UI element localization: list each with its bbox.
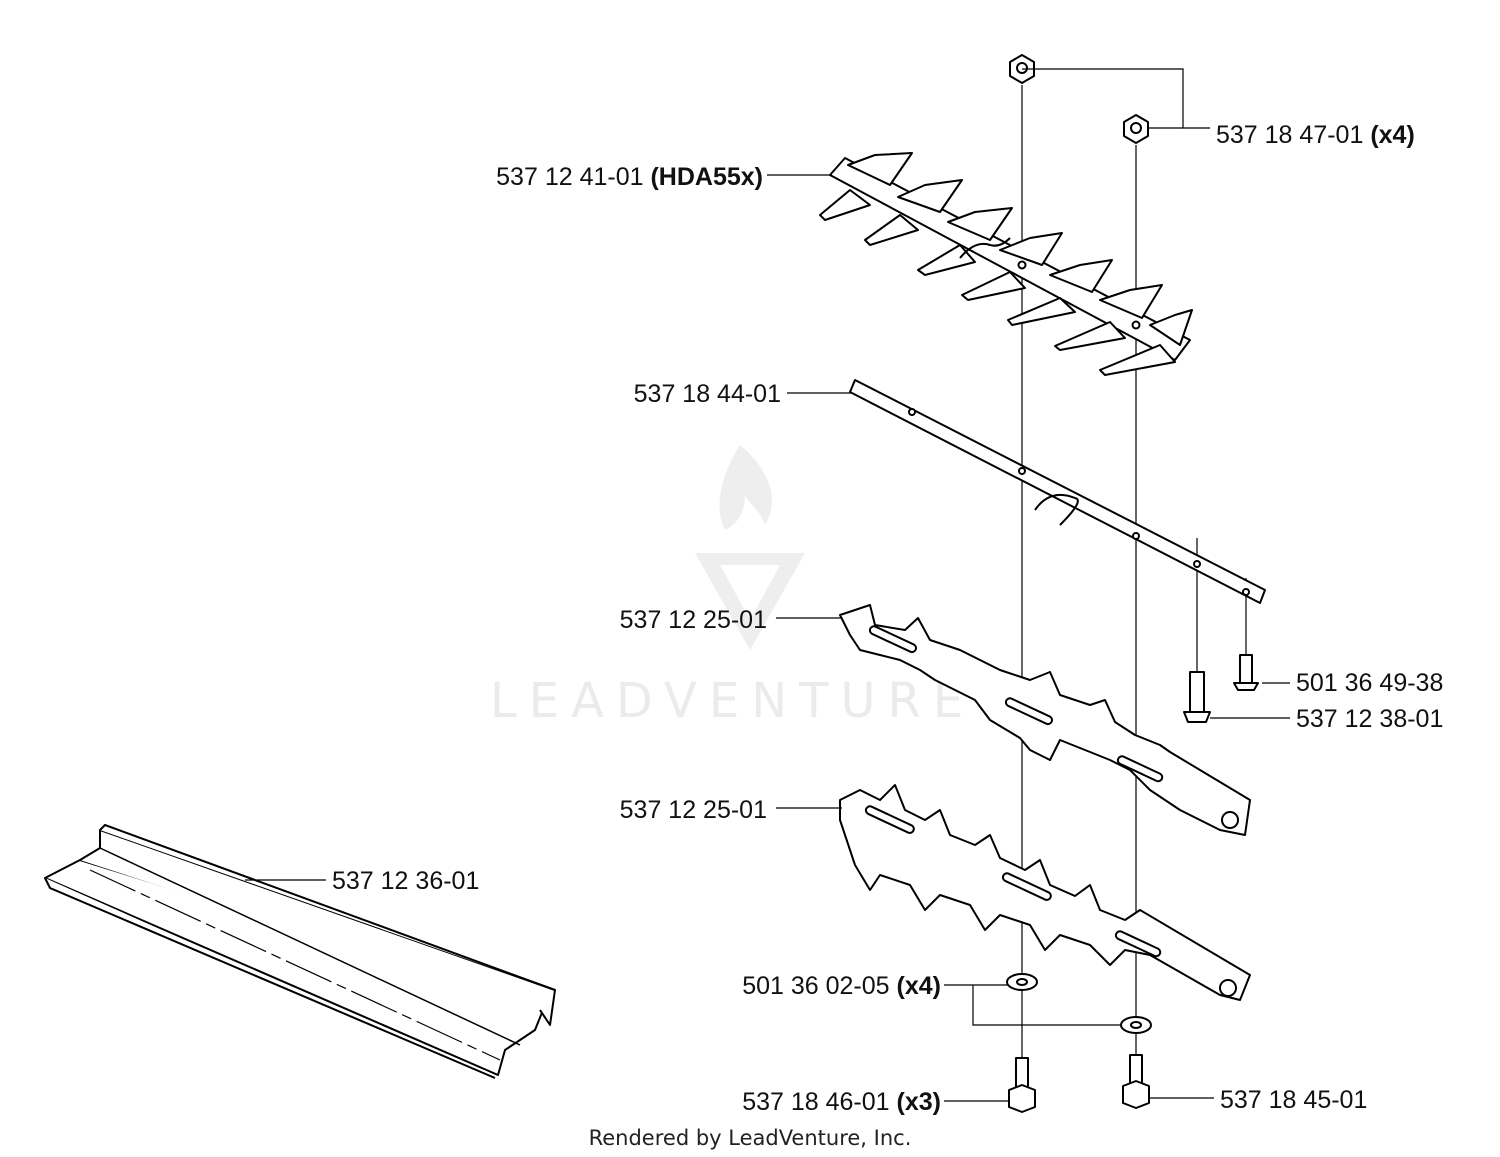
- callout-537-18-44-01: 537 18 44-01: [634, 380, 781, 408]
- callout-501-36-02-05: 501 36 02-05 (x4): [742, 972, 941, 1000]
- blade-537-12-25-01-upper: [839, 604, 1251, 836]
- guide-plate: [849, 379, 1266, 604]
- watermark-text: LEADVENTURE: [490, 673, 975, 729]
- nut-top-right: [1123, 114, 1149, 144]
- bolt-537-18-46-01: [1008, 1057, 1036, 1113]
- bolt-537-18-45-01: [1122, 1054, 1150, 1109]
- washer-left: [1006, 973, 1038, 991]
- watermark: LEADVENTURE: [490, 445, 975, 729]
- screw-537-12-38-01: [1183, 671, 1211, 723]
- flame-logo-icon: [719, 445, 772, 530]
- callout-537-18-47-01: 537 18 47-01 (x4): [1216, 121, 1415, 149]
- v-logo-icon: [695, 553, 805, 650]
- callout-537-12-38-01: 537 12 38-01: [1296, 705, 1443, 733]
- callout-537-18-45-01: 537 18 45-01: [1220, 1086, 1367, 1114]
- screw-501-36-49-38: [1233, 654, 1259, 691]
- leader-lines: [245, 68, 1290, 1102]
- callout-537-12-41-01: 537 12 41-01 (HDA55x): [496, 163, 763, 191]
- footer-credit: Rendered by LeadVenture, Inc.: [589, 1126, 912, 1150]
- callout-537-12-36-01: 537 12 36-01: [332, 867, 479, 895]
- upper-blade-hda55x: [819, 152, 1193, 376]
- washer-right: [1120, 1016, 1152, 1034]
- blade-guard: [44, 824, 556, 1079]
- callout-537-12-25-01-b: 537 12 25-01: [620, 796, 767, 824]
- blade-537-12-25-01-lower: [839, 784, 1251, 1001]
- callout-537-18-46-01: 537 18 46-01 (x3): [742, 1088, 941, 1116]
- callout-501-36-49-38: 501 36 49-38: [1296, 669, 1443, 697]
- callout-537-12-25-01-a: 537 12 25-01: [620, 606, 767, 634]
